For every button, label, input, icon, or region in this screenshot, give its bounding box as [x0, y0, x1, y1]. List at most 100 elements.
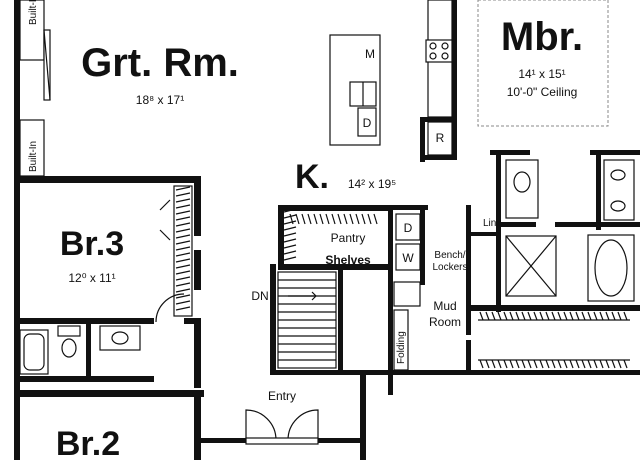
closet-hatch — [485, 359, 490, 369]
bench-label-line1: Bench/ — [434, 250, 465, 261]
closet-hatch — [283, 250, 297, 255]
br3-dimensions: 12⁰ x 11¹ — [68, 271, 115, 285]
closet-hatch — [175, 222, 191, 227]
toilet-room — [505, 159, 539, 219]
closet-hatch — [175, 204, 191, 209]
closet-shelving — [478, 319, 630, 361]
closet-hatch — [623, 311, 628, 321]
pantry-label: Pantry — [331, 231, 366, 245]
closet-hatch — [557, 311, 562, 321]
closet-hatch — [283, 226, 297, 231]
closet-hatch — [175, 288, 191, 293]
closet-hatch — [175, 192, 191, 197]
closet-hatch — [283, 244, 297, 249]
shelf-hatch — [349, 213, 354, 225]
closet-hatch — [497, 359, 502, 369]
closet-hatch — [599, 311, 604, 321]
closet-hatches — [175, 186, 628, 369]
closet-hatch — [551, 359, 556, 369]
closet-hatch — [593, 359, 598, 369]
dryer-label: D — [404, 221, 413, 235]
closet-hatch — [485, 311, 490, 321]
kitchen-dimensions: 14² x 19⁵ — [348, 177, 396, 191]
closet-hatch — [587, 311, 592, 321]
great-room-dimensions: 18⁸ x 17¹ — [136, 93, 184, 107]
shelf-hatch — [361, 213, 366, 225]
closet-hatch — [617, 311, 622, 321]
laundry-sink — [393, 281, 421, 307]
mud-room-line1: Mud — [433, 299, 456, 313]
built-in-top-label: Built-In — [28, 0, 39, 25]
closet-hatch — [611, 359, 616, 369]
walls — [14, 0, 640, 460]
closet-hatch — [611, 311, 616, 321]
closet-hatch — [545, 311, 550, 321]
closet-hatch — [283, 214, 297, 219]
master-bedroom: Mbr. 14¹ x 15¹ 10'-0" Ceiling — [477, 0, 609, 127]
kitchen-name: K. — [295, 158, 329, 196]
closet-hatch — [479, 311, 484, 321]
washer — [395, 243, 421, 271]
closet-hatch — [175, 246, 191, 251]
shelf-hatch — [355, 213, 360, 225]
closet-hatch — [509, 311, 514, 321]
closet-hatch — [581, 311, 586, 321]
shelf-hatch — [331, 213, 336, 225]
shelf-hatch — [325, 213, 330, 225]
closet-hatch — [623, 359, 628, 369]
tub — [587, 234, 635, 302]
closet-hatch — [569, 359, 574, 369]
closet-hatch — [533, 311, 538, 321]
front-door — [245, 437, 319, 445]
closet-hatch — [175, 276, 191, 281]
closet-hatch — [527, 311, 532, 321]
master-name: Mbr. — [501, 15, 583, 59]
br2-name: Br.2 — [56, 425, 120, 460]
kitchen: M D R K. 14² x 19⁵ — [295, 0, 453, 196]
closet-hatch — [175, 228, 191, 233]
dishwasher-label: D — [363, 116, 372, 130]
closet-hatch — [175, 234, 191, 239]
closet-hatch — [539, 359, 544, 369]
ceiling-outline — [477, 0, 609, 127]
great-room-name: Grt. Rm. — [81, 41, 239, 85]
folding-counter — [393, 309, 409, 371]
dryer — [395, 213, 421, 241]
closet-hatch — [479, 359, 484, 369]
stairs: DN — [251, 271, 337, 369]
closet-hatch — [175, 186, 191, 191]
hall-bath — [19, 325, 141, 375]
shelf-hatch — [373, 213, 378, 225]
mud-room-line2: Room — [429, 315, 461, 329]
closet-hatch — [533, 359, 538, 369]
closet-hatch — [605, 359, 610, 369]
closet-hatch — [587, 359, 592, 369]
closet-hatch — [175, 294, 191, 299]
closet-hatch — [515, 359, 520, 369]
br3-name: Br.3 — [60, 225, 124, 263]
closet-hatch — [539, 311, 544, 321]
entry-label: Entry — [268, 389, 296, 403]
shelf-hatch — [295, 213, 300, 225]
stair-down-label: DN — [251, 289, 268, 303]
closet-hatch — [551, 311, 556, 321]
washer-label: W — [402, 251, 414, 265]
closet-hatch — [545, 359, 550, 369]
closet-hatch — [175, 264, 191, 269]
folding-label: Folding — [396, 331, 407, 364]
closet-hatch — [283, 232, 297, 237]
closet-hatch — [175, 306, 191, 311]
closet-hatch — [581, 359, 586, 369]
closet-hatch — [283, 208, 297, 213]
shelf-hatch — [337, 213, 342, 225]
refrigerator-label: R — [436, 131, 445, 145]
closet-hatch — [527, 359, 532, 369]
closet-hatch — [497, 311, 502, 321]
closet-hatch — [503, 311, 508, 321]
bedroom-2: Br.2 — [56, 425, 120, 460]
closet-hatch — [175, 258, 191, 263]
shelf-hatch — [313, 213, 318, 225]
closet-hatch — [175, 282, 191, 287]
closet-hatch — [617, 359, 622, 369]
